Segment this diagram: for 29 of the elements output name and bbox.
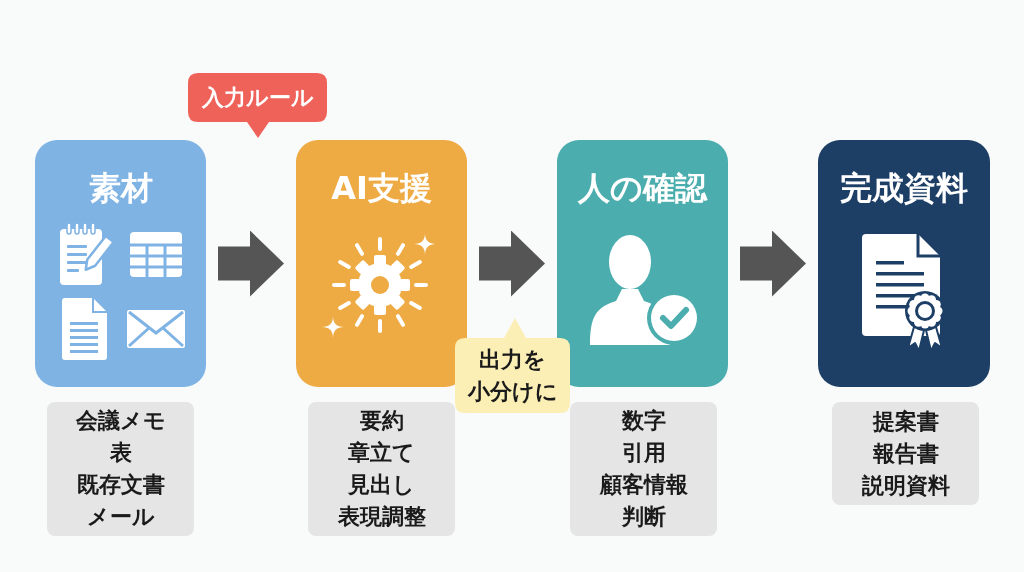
list-item: 会議メモ — [75, 407, 166, 435]
step-card — [818, 140, 990, 387]
list-item: 表現調整 — [337, 503, 426, 531]
step-title: 完成資料 — [840, 168, 968, 208]
step-card — [35, 140, 206, 387]
list-item: 数字 — [621, 407, 666, 435]
list-item: 判断 — [621, 503, 666, 531]
list-item: 引用 — [621, 439, 666, 467]
item-list-panel — [308, 402, 455, 536]
step-title: 素材 — [88, 168, 153, 208]
step-title: AI支援 — [331, 168, 432, 208]
callout-bubble — [188, 73, 327, 138]
callout-text: 出力を小分けに — [466, 345, 559, 406]
step-card — [296, 140, 467, 387]
list-item: 表 — [109, 439, 132, 467]
list-item: メール — [86, 503, 155, 531]
list-item: 提案書 — [872, 407, 939, 436]
callout-text: 入力ルール — [201, 83, 314, 112]
list-item: 説明資料 — [861, 471, 950, 500]
callout-bubble — [455, 318, 570, 413]
list-item: 要約 — [359, 407, 404, 435]
step-title: 人の確認 — [578, 168, 707, 208]
list-item: 章立て — [348, 439, 415, 467]
item-list-panel — [570, 402, 717, 536]
step-card — [557, 140, 728, 387]
list-item: 既存文書 — [76, 471, 165, 499]
list-item: 見出し — [348, 471, 415, 499]
list-item: 報告書 — [872, 439, 939, 468]
list-item: 顧客情報 — [599, 471, 688, 499]
